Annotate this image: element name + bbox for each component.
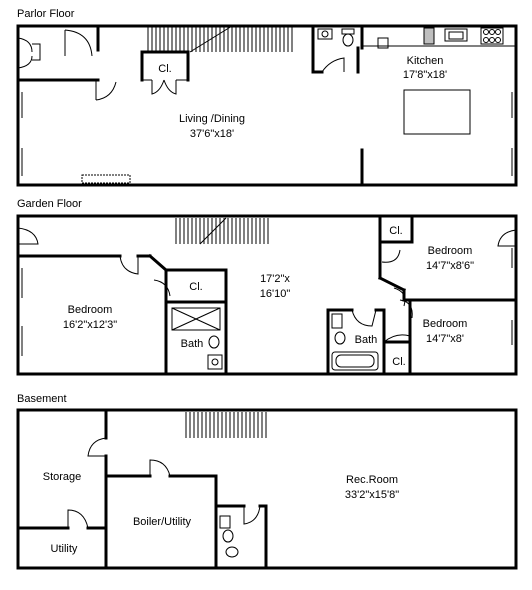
garden-bedroom-tr-name: Bedroom	[428, 245, 473, 257]
parlor-powder-room	[311, 24, 360, 74]
basement-left-walls	[16, 408, 218, 570]
garden-closet-top-label: Cl.	[389, 225, 402, 237]
parlor-closet-label: Cl.	[158, 63, 171, 75]
parlor-windows	[21, 92, 513, 176]
basement-title: Basement	[17, 393, 67, 405]
garden-right-rooms	[377, 214, 518, 376]
parlor-floor-title: Parlor Floor	[17, 8, 75, 20]
basement-stairs	[185, 412, 267, 438]
basement-floor: Basement	[16, 393, 518, 570]
garden-bath-left-label: Bath	[181, 338, 204, 350]
garden-closet-left-label: Cl.	[189, 281, 202, 293]
parlor-outer-walls	[16, 24, 518, 187]
living-dining-name: Living /Dining	[179, 113, 245, 125]
basement-bath	[214, 504, 268, 570]
fireplace	[81, 174, 131, 184]
garden-right-bath	[326, 308, 386, 376]
kitchen-island	[403, 89, 471, 135]
kitchen-dims: 17'8"x18'	[403, 69, 447, 81]
parlor-closet	[140, 50, 190, 95]
garden-bedroom-left-dims: 16'2"x12'3"	[63, 319, 117, 331]
living-dining-dims: 37'6"x18'	[190, 128, 234, 140]
garden-left-bath	[171, 307, 223, 370]
garden-bedroom-br-dims: 14'7"x8'	[426, 333, 464, 345]
parlor-floor: Parlor Floor	[16, 8, 518, 187]
garden-bedroom-left-name: Bedroom	[68, 304, 113, 316]
garden-bath-right-label: Bath	[355, 334, 378, 346]
garden-outer-walls	[16, 214, 518, 376]
basement-boiler-label: Boiler/Utility	[133, 516, 192, 528]
garden-hall-line1: 17'2"x	[260, 273, 290, 285]
rec-room-name: Rec.Room	[346, 474, 398, 486]
garden-floor-title: Garden Floor	[17, 198, 82, 210]
kitchen-name: Kitchen	[407, 55, 444, 67]
garden-windows	[21, 248, 513, 356]
garden-floor: Garden Floor	[16, 198, 518, 376]
garden-hall-line2: 16'10"	[260, 288, 291, 300]
garden-closet-bottom-label: Cl.	[392, 356, 405, 368]
basement-storage-label: Storage	[43, 471, 82, 483]
basement-utility-label: Utility	[51, 543, 78, 555]
garden-left-bedroom-walls	[16, 253, 228, 376]
garden-bedroom-tr-dims: 14'7"x8'6"	[426, 260, 474, 272]
garden-bedroom-br-name: Bedroom	[423, 318, 468, 330]
rec-room-dims: 33'2"x15'8"	[345, 489, 399, 501]
parlor-stairs	[147, 25, 293, 53]
garden-stairs	[175, 217, 269, 245]
parlor-vestibule	[16, 24, 117, 101]
parlor-kitchen	[360, 24, 517, 187]
